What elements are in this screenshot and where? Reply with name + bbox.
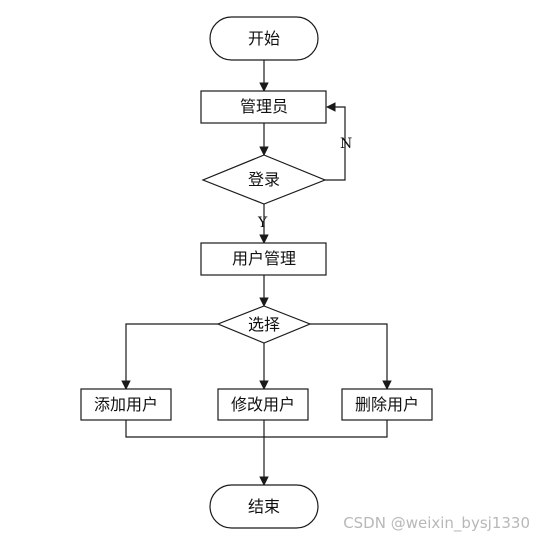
end-terminal	[209, 484, 319, 529]
branch-label-no: N	[340, 136, 352, 152]
add-user-box	[80, 388, 172, 421]
choose-label: 选择	[248, 315, 280, 334]
admin-box	[200, 90, 327, 124]
edge-delete-merge	[264, 420, 388, 438]
user-manage-label: 用户管理	[232, 249, 296, 268]
modify-user-label: 修改用户	[231, 395, 295, 414]
login-decision	[201, 154, 327, 205]
user-manage-box	[200, 242, 327, 276]
delete-user-box	[341, 388, 433, 421]
modify-user-box	[217, 388, 309, 421]
branch-label-yes: Y	[257, 215, 268, 231]
admin-label: 管理员	[240, 97, 288, 116]
add-user-label: 添加用户	[94, 395, 158, 414]
start-terminal	[209, 16, 319, 61]
start-label: 开始	[248, 29, 280, 48]
watermark: CSDN @weixin_bysj1330	[343, 514, 530, 532]
login-label: 登录	[248, 170, 280, 189]
delete-user-label: 删除用户	[355, 395, 419, 414]
edge-login-no-loop	[325, 102, 346, 181]
end-label: 结束	[248, 497, 280, 516]
choose-decision	[216, 305, 312, 344]
edge-choose-to-delete	[310, 323, 392, 390]
edge-choose-to-add	[121, 323, 218, 390]
edge-add-merge	[125, 420, 264, 438]
